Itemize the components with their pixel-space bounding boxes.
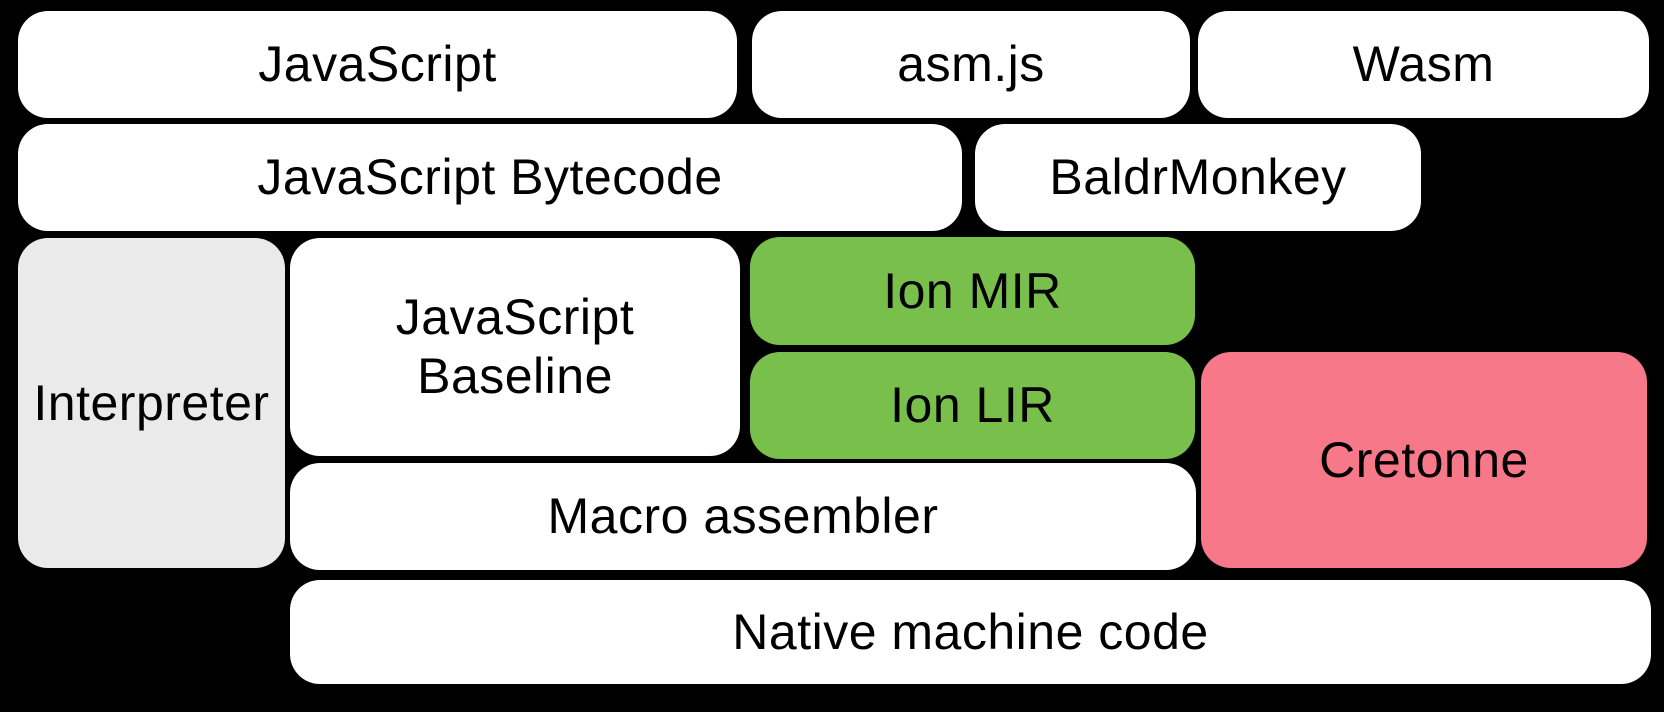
diagram-node-wasm: Wasm — [1198, 11, 1649, 118]
diagram-node-asmjs: asm.js — [752, 11, 1190, 118]
diagram-node-javascript-bytecode: JavaScript Bytecode — [18, 124, 962, 231]
diagram-node-cretonne: Cretonne — [1201, 352, 1647, 568]
diagram-node-interpreter: Interpreter — [18, 238, 285, 568]
diagram-node-javascript: JavaScript — [18, 11, 737, 118]
diagram-node-ion-lir: Ion LIR — [750, 352, 1195, 459]
diagram-node-macro-assembler: Macro assembler — [290, 463, 1196, 570]
diagram-node-baldrmonkey: BaldrMonkey — [975, 124, 1421, 231]
diagram-node-javascript-baseline: JavaScript Baseline — [290, 238, 740, 456]
diagram-node-ion-mir: Ion MIR — [750, 237, 1195, 345]
diagram-node-native-machine-code: Native machine code — [290, 580, 1651, 684]
